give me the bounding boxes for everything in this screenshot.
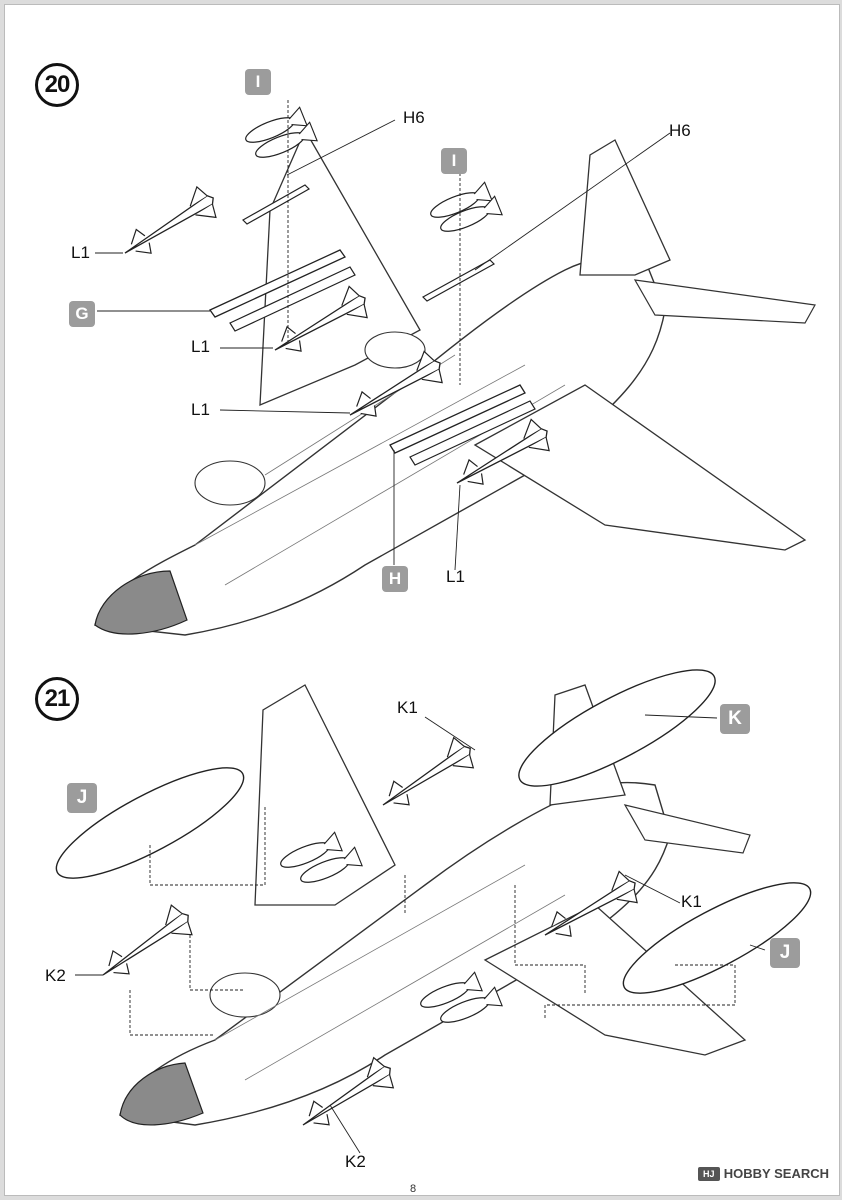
drop-tank-left bbox=[55, 767, 245, 879]
watermark-logo-icon: HJ bbox=[697, 1166, 720, 1181]
part-badge-j: J bbox=[67, 783, 97, 813]
assembly-artwork bbox=[55, 100, 816, 1154]
part-badge-i: I bbox=[441, 148, 467, 174]
part-badge-j: J bbox=[770, 938, 800, 968]
step21-stores bbox=[55, 669, 812, 1141]
part-label-k2: K2 bbox=[345, 1152, 366, 1171]
part-label-l1: L1 bbox=[71, 243, 90, 262]
step21-leader-lines bbox=[75, 714, 766, 1154]
part-badge-i: I bbox=[245, 69, 271, 95]
part-label-l1: L1 bbox=[191, 337, 210, 356]
drop-tank-centre bbox=[518, 669, 716, 787]
watermark: HJ HOBBY SEARCH bbox=[697, 1166, 829, 1181]
step20-leader-lines bbox=[95, 100, 671, 571]
part-label-l1: L1 bbox=[191, 400, 210, 419]
part-label-k2: K2 bbox=[45, 966, 66, 985]
part-badge-h: H bbox=[382, 566, 408, 592]
radome bbox=[94, 570, 188, 635]
part-label-l1: L1 bbox=[446, 567, 465, 586]
step21-aircraft bbox=[119, 684, 751, 1126]
watermark-text: HOBBY SEARCH bbox=[723, 1166, 829, 1181]
radome bbox=[119, 1062, 204, 1126]
step-number-21: 21 bbox=[35, 677, 79, 721]
part-label-k1: K1 bbox=[397, 698, 418, 717]
part-label-h6: H6 bbox=[669, 121, 691, 140]
part-label-h6: H6 bbox=[403, 108, 425, 127]
step-number-20: 20 bbox=[35, 63, 79, 107]
page-number: 8 bbox=[410, 1183, 417, 1195]
part-badge-g: G bbox=[69, 301, 95, 327]
part-label-k1: K1 bbox=[681, 892, 702, 911]
step20-stores bbox=[114, 106, 557, 500]
drop-tank-right bbox=[622, 882, 812, 994]
part-badge-k: K bbox=[720, 704, 750, 734]
instruction-page: 20 21 I I G H H6 H6 L1 L1 L1 L1 K1 K1 K2… bbox=[4, 4, 840, 1196]
